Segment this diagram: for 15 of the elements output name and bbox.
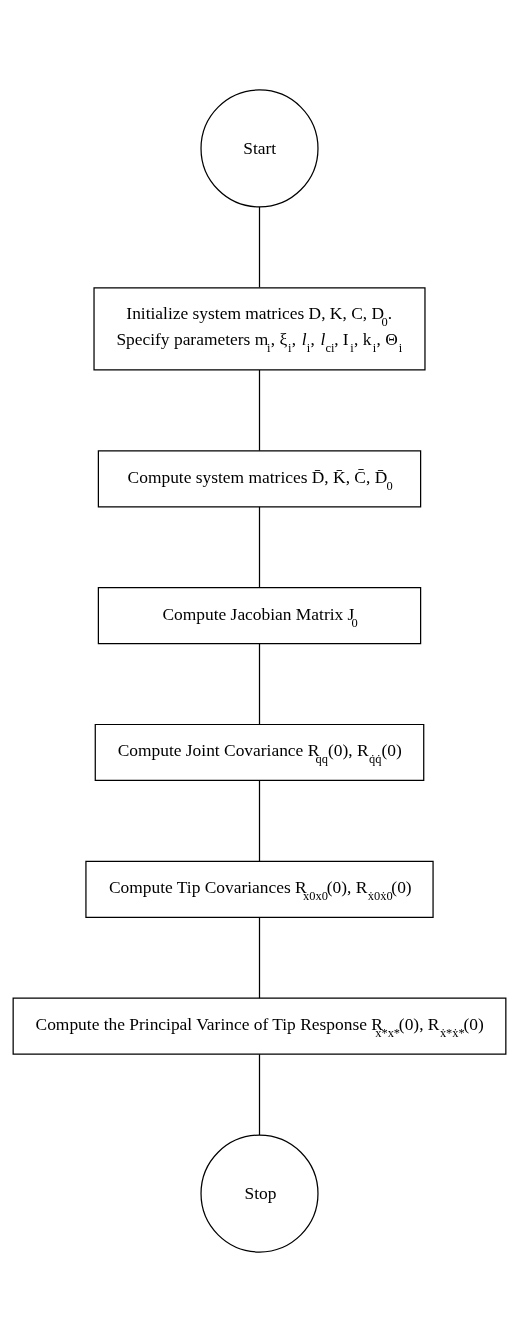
- connector: [258, 505, 261, 588]
- node-box: Compute system matrices D̄, K̄, C̄, D̄$_{0}$: [97, 449, 422, 507]
- node-box: Compute Tip Covariances R$_{x0x0}$(0), R$_{ẋ0ẋ0}$(0): [85, 860, 434, 918]
- node-circle: Stop: [200, 1133, 319, 1253]
- connector: [258, 642, 261, 725]
- connector: [258, 368, 261, 451]
- node-box: Compute Jacobian Matrix J$_{0}$: [97, 586, 422, 644]
- node-box: Compute the Principal Varince of Tip Response R$_{x*x*}$(0), R$_{ẋ*ẋ*}$(0): [12, 997, 507, 1055]
- connector: [258, 205, 261, 288]
- connector: [258, 1053, 261, 1136]
- node-box: Compute Joint Covariance R$_{qq}$(0), R$_{q̇q̇}$(0): [94, 723, 425, 781]
- node-circle: Start: [200, 88, 319, 208]
- connector: [258, 779, 261, 862]
- node-box: Initialize system matrices D, K, C, D$_{0}$. Specify parameters m$_{i}$, ξ$_{i}$, l$_{i}$, l$_{ci}$, I$_{i}$, k$_{i}$, Θ$_{i}$: [93, 286, 426, 371]
- connector: [258, 916, 261, 999]
